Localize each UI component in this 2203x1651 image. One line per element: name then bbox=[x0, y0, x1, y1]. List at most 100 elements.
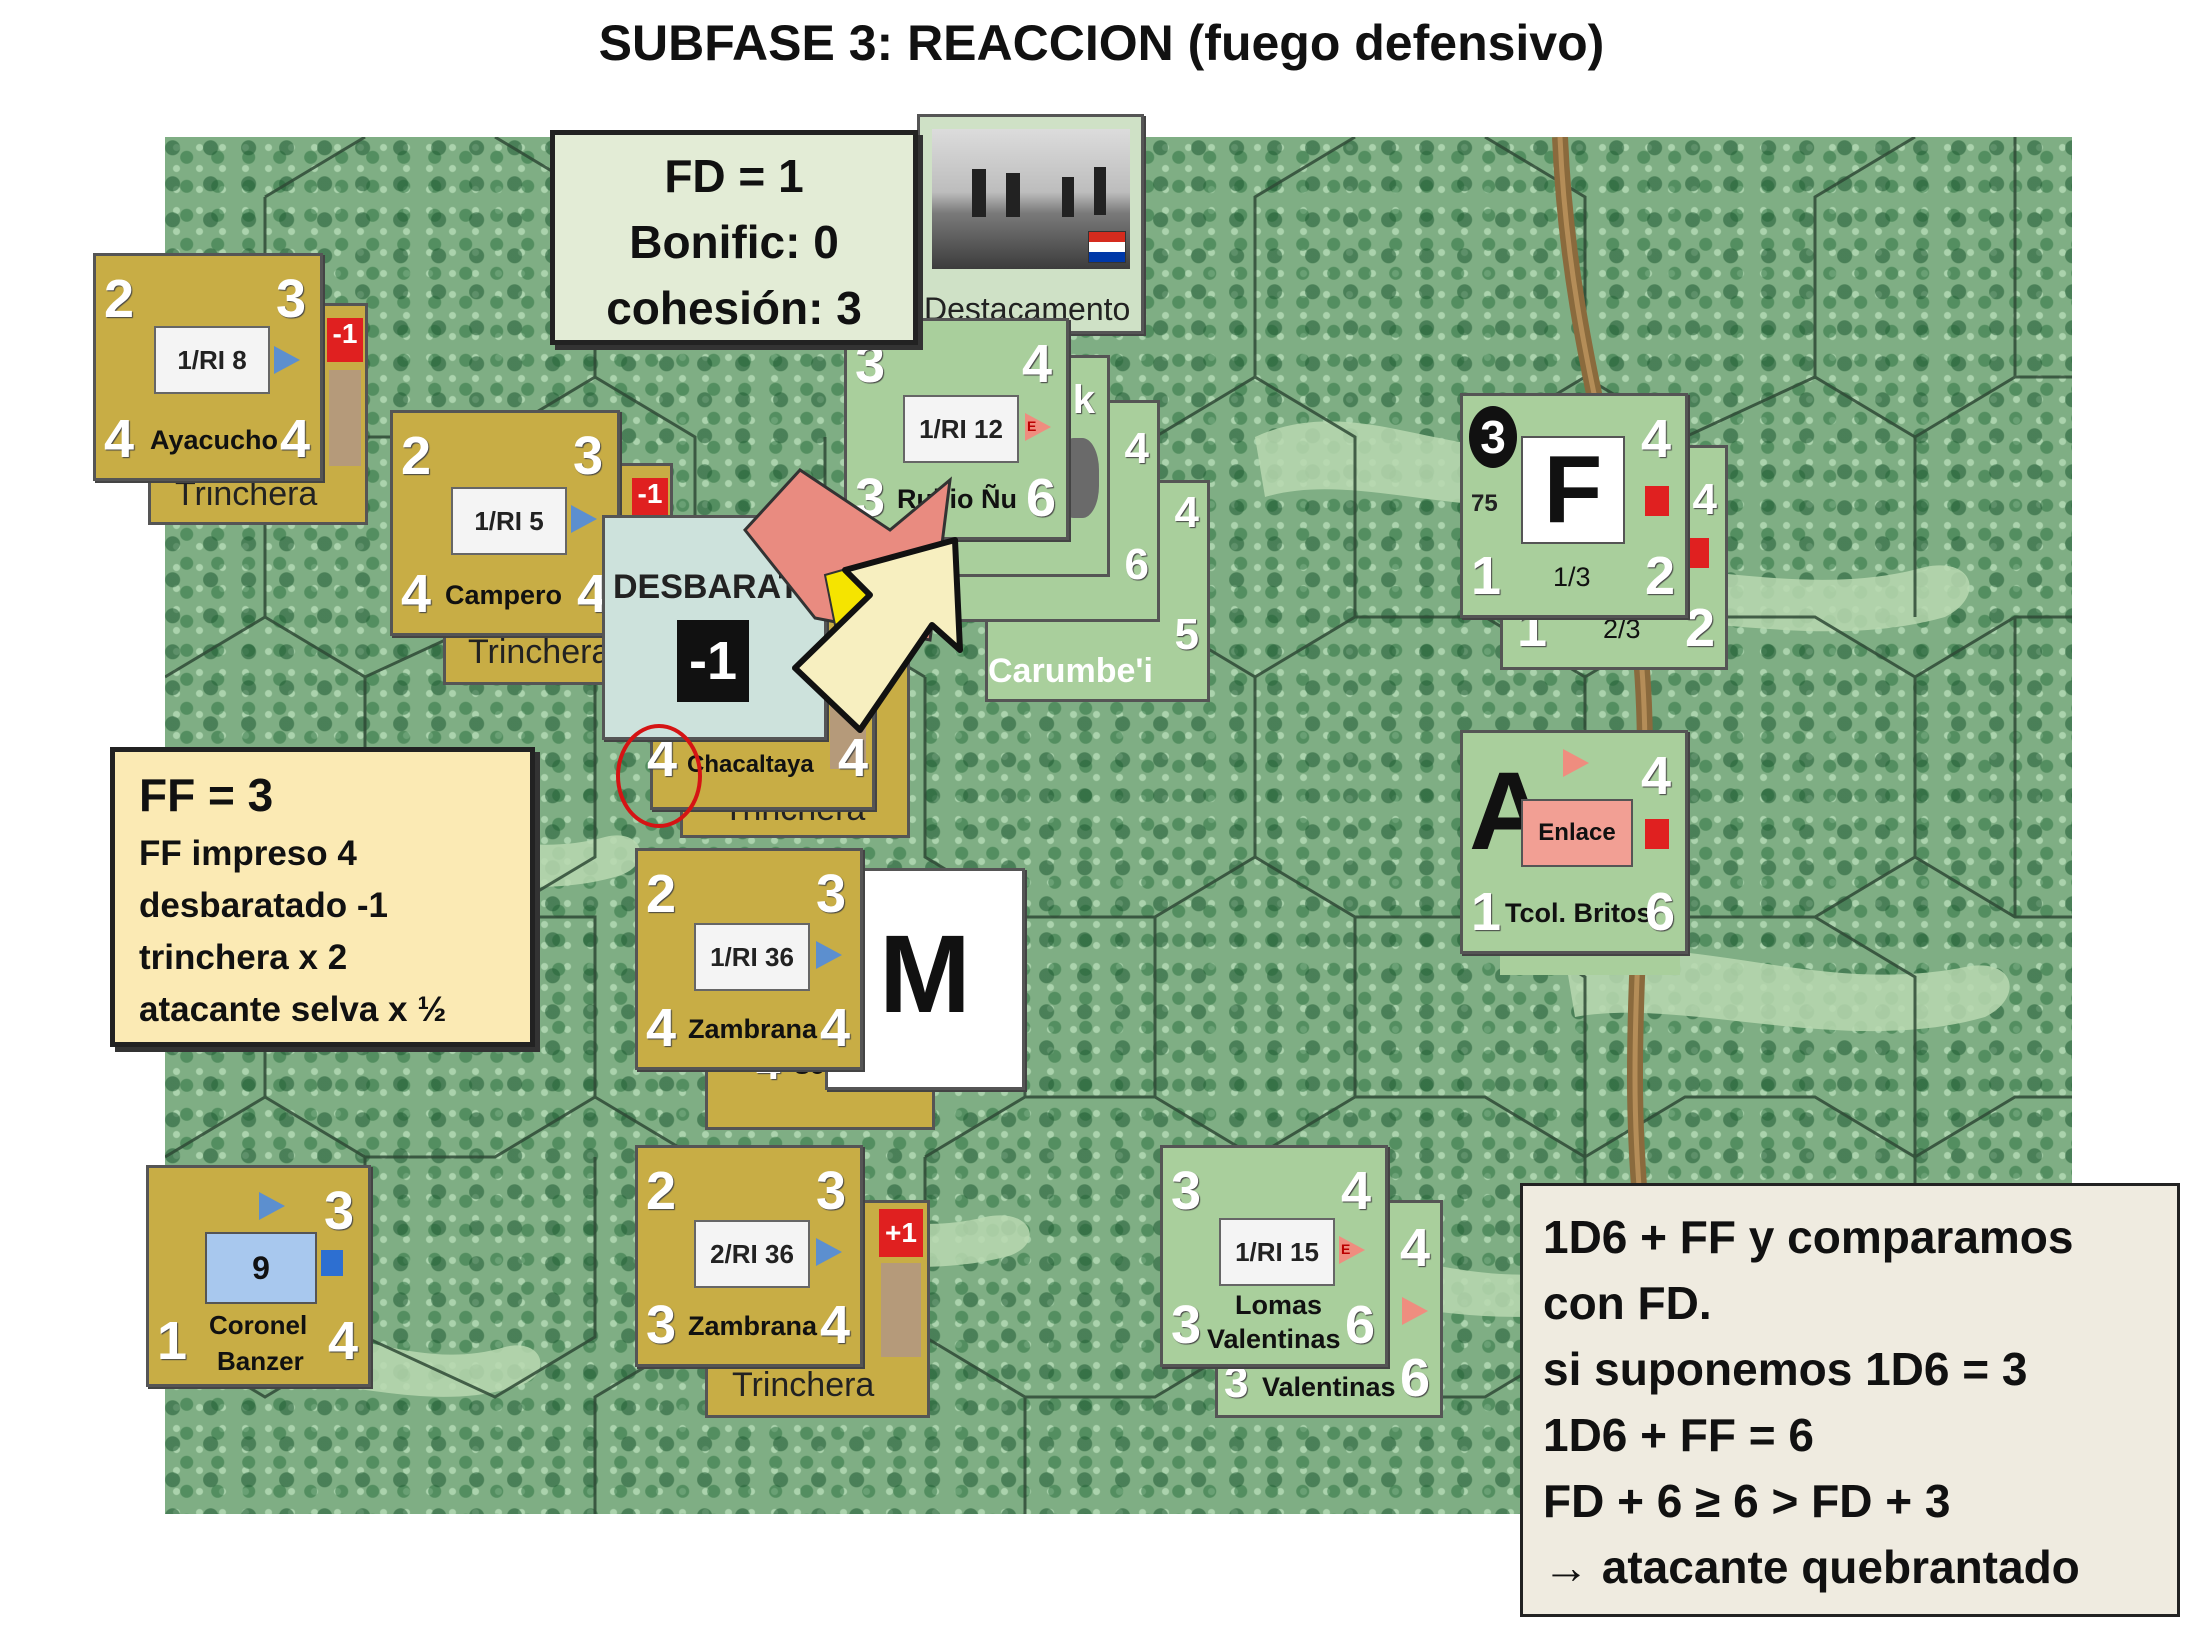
fd-line-3: cohesión: 3 bbox=[606, 282, 862, 334]
counter-value: 4 bbox=[1174, 488, 1199, 537]
counter-value-br: 4 bbox=[327, 1311, 358, 1371]
result-line: 1D6 + FF = 6 bbox=[1543, 1409, 1815, 1461]
unit-designation: 9 bbox=[205, 1232, 317, 1304]
counter-artillery-1-3[interactable]: 3 4 F 75 1 1/3 2 bbox=[1460, 393, 1688, 618]
counter-enlace[interactable]: A 4 Enlace 1 Tcol. Britos 6 bbox=[1460, 730, 1688, 954]
fd-panel: FD = 1 Bonific: 0 cohesión: 3 bbox=[550, 130, 918, 345]
triangle-icon bbox=[571, 505, 597, 533]
result-line: FD + 6 ≥ 6 > FD + 3 bbox=[1543, 1475, 1951, 1527]
counter-value-tr: 4 bbox=[1399, 1218, 1430, 1278]
fd-line-1: FD = 1 bbox=[664, 150, 804, 202]
result-line: con FD. bbox=[1543, 1277, 1712, 1329]
counter-ayacucho[interactable]: 2 3 1/RI 8 4 Ayacucho 4 bbox=[93, 253, 323, 481]
unit-name-line2: Valentinas bbox=[1207, 1324, 1341, 1354]
result-line: si suponemos 1D6 = 3 bbox=[1543, 1343, 2028, 1395]
counter-value-br: 6 bbox=[1399, 1348, 1430, 1408]
counter-value-tr: 3 bbox=[572, 426, 603, 486]
triangle-icon bbox=[1339, 1236, 1365, 1264]
counter-value-tl: 2 bbox=[646, 864, 677, 924]
unit-name: Tcol. Britos bbox=[1505, 898, 1652, 928]
counter-value-bl: 1 bbox=[1471, 882, 1502, 942]
ff-line: desbaratado -1 bbox=[139, 886, 388, 925]
counter-value-br: 4 bbox=[819, 998, 850, 1058]
result-line: → atacante quebrantado bbox=[1543, 1541, 2080, 1593]
unit-name: Campero bbox=[445, 580, 563, 610]
unit-designation: 2/3 bbox=[1603, 614, 1641, 644]
ff-line: atacante selva x ½ bbox=[139, 990, 447, 1029]
counter-label: Trinchera bbox=[732, 1366, 875, 1404]
counter-value: 6 bbox=[1124, 540, 1149, 589]
counter-campero[interactable]: 2 3 1/RI 5 4 Campero 4 bbox=[390, 410, 620, 636]
red-flag-icon bbox=[1685, 538, 1709, 568]
unit-designation: 1/3 bbox=[1553, 562, 1591, 592]
unit-grade: E bbox=[1027, 418, 1037, 434]
paraguay-flag-icon bbox=[1088, 231, 1126, 263]
unit-symbol: F bbox=[1521, 436, 1625, 544]
counter-value-tr: 4 bbox=[1640, 409, 1671, 469]
ff-title: FF = 3 bbox=[139, 769, 274, 821]
unit-designation: 1/RI 8 bbox=[154, 326, 270, 394]
unit-range: 75 bbox=[1471, 490, 1498, 517]
unit-designation: Enlace bbox=[1521, 799, 1633, 867]
counter-value-tr: 4 bbox=[1340, 1161, 1371, 1221]
triangle-icon bbox=[1025, 413, 1051, 441]
counter-zambrana-1-ri-36[interactable]: 2 3 1/RI 36 4 Zambrana 4 bbox=[635, 848, 863, 1070]
counter-value-br: 2 bbox=[1684, 598, 1715, 658]
counter-value-tl: 3 bbox=[1171, 1161, 1202, 1221]
unit-name: Valentinas bbox=[1262, 1372, 1396, 1402]
triangle-icon bbox=[816, 1238, 842, 1266]
blue-flag-icon bbox=[321, 1250, 343, 1276]
counter-value-bl: 4 bbox=[646, 998, 677, 1058]
counter-value: k bbox=[1072, 378, 1095, 422]
unit-grade: E bbox=[1341, 1241, 1351, 1257]
marker-letter: M bbox=[879, 913, 971, 1036]
ff-panel: FF = 3 FF impreso 4 desbaratado -1 trinc… bbox=[110, 747, 535, 1047]
unit-name: Zambrana bbox=[688, 1014, 818, 1044]
unit-name: Ayacucho bbox=[150, 425, 279, 455]
highlight-circle bbox=[616, 724, 702, 828]
counter-label: Trinchera bbox=[175, 475, 318, 513]
triangle-icon bbox=[274, 346, 300, 374]
counter-coronel-banzer[interactable]: 3 9 1 Coronel Banzer 4 bbox=[146, 1165, 371, 1387]
counter-value-bl: 1 bbox=[157, 1311, 188, 1371]
unit-designation: 1/RI 15 bbox=[1219, 1218, 1335, 1286]
counter-value-bl: 4 bbox=[401, 564, 432, 624]
counter-value-tl: 3 bbox=[855, 334, 886, 394]
counter-value-tr: 3 bbox=[275, 269, 306, 329]
counter-zambrana-2-ri-36[interactable]: 2 3 2/RI 36 3 Zambrana 4 bbox=[635, 1145, 863, 1367]
marker-value: -1 bbox=[677, 620, 749, 702]
counter-lomas-valentinas[interactable]: 3 4 1/RI 15 E 3 Lomas Valentinas 6 bbox=[1160, 1145, 1388, 1367]
triangle-icon bbox=[1402, 1297, 1428, 1325]
unit-designation: 1/RI 12 bbox=[903, 395, 1019, 463]
circle-value: 3 bbox=[1469, 406, 1517, 468]
modifier-badge: -1 bbox=[327, 318, 363, 362]
counter-value-tl: 2 bbox=[104, 269, 135, 329]
flag-icon bbox=[259, 1192, 285, 1220]
counter-value-bl: 1 bbox=[1471, 546, 1502, 606]
counter-value-tr: 4 bbox=[1640, 746, 1671, 806]
counter-value-br: 2 bbox=[1644, 546, 1675, 606]
unit-name-line2: Banzer bbox=[217, 1346, 304, 1376]
unit-designation: 1/RI 36 bbox=[694, 923, 810, 991]
unit-name-line1: Lomas bbox=[1235, 1290, 1323, 1320]
flag-icon bbox=[1563, 749, 1589, 777]
counter-value-br: 4 bbox=[279, 409, 310, 469]
counter-value-bl: 3 bbox=[1224, 1358, 1249, 1407]
counter-rubio-nu[interactable]: 3 4 1/RI 12 E 3 Rubio Ñu 6 bbox=[844, 318, 1069, 540]
counter-value-tl: 2 bbox=[646, 1161, 677, 1221]
ff-line: FF impreso 4 bbox=[139, 834, 357, 873]
counter-value-br: 6 bbox=[1344, 1295, 1375, 1355]
counter-value-tr: 3 bbox=[323, 1181, 354, 1241]
modifier-badge: -1 bbox=[632, 478, 668, 522]
counter-value-br: 4 bbox=[837, 728, 868, 788]
counter-value: 5 bbox=[1174, 610, 1199, 659]
soldier-picture bbox=[329, 370, 361, 466]
unit-designation: 2/RI 36 bbox=[694, 1220, 810, 1288]
counter-value-br: 4 bbox=[576, 564, 607, 624]
unit-name-line1: Coronel bbox=[209, 1310, 308, 1340]
counter-value-bl: 4 bbox=[104, 409, 135, 469]
destacamento-marker[interactable]: Destacamento bbox=[917, 114, 1144, 334]
counter-label: Trinchera bbox=[468, 633, 611, 671]
page-title: SUBFASE 3: REACCION (fuego defensivo) bbox=[598, 15, 1605, 71]
modifier-badge: +1 bbox=[879, 1209, 923, 1257]
